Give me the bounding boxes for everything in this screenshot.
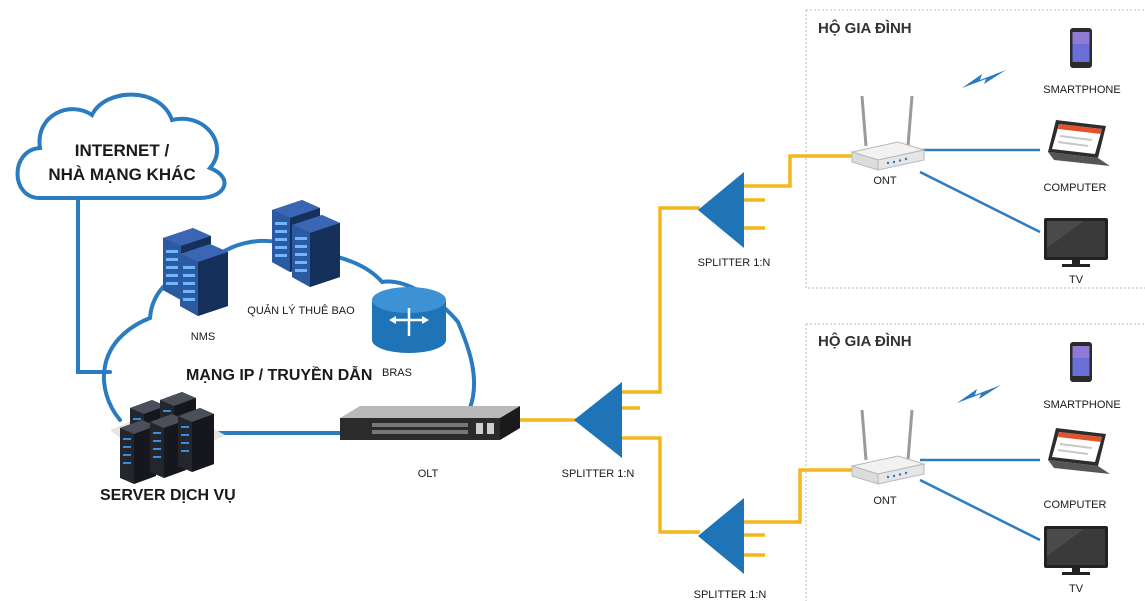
household-1: HỘ GIA ĐÌNH ONT SMARTPHONE COMPUTER TV [805, 9, 1145, 289]
link-cloud-to-server [76, 193, 112, 374]
fiber-lower-ont [742, 468, 858, 524]
tv-icon [1044, 218, 1108, 267]
bras-label: BRAS [382, 367, 412, 379]
smartphone-icon [1070, 342, 1092, 382]
fiber-links [518, 154, 858, 557]
fiber-splitter-upper [620, 206, 700, 394]
olt-switch-icon [340, 406, 520, 440]
splitter-lower-label: SPLITTER 1:N [694, 589, 767, 601]
household-2-ont-label: ONT [873, 495, 897, 507]
nms-label: NMS [191, 331, 215, 343]
laptop-icon [1047, 119, 1111, 167]
cloud-icon [15, 92, 227, 200]
tv-icon [1044, 526, 1108, 575]
splitter-upper-label: SPLITTER 1:N [698, 257, 771, 269]
household-2-title: HỘ GIA ĐÌNH [818, 332, 912, 350]
household-1-title: HỘ GIA ĐÌNH [818, 19, 912, 37]
server-rack-icon [110, 392, 225, 484]
ont-router-icon [850, 94, 926, 172]
olt-label: OLT [418, 468, 439, 480]
splitter-icon-main [574, 382, 622, 458]
link-ont-tv-1 [919, 170, 1041, 234]
splitter-main-label: SPLITTER 1:N [562, 468, 635, 480]
wifi-bolt-icon [962, 70, 1006, 88]
splitter-icon-upper [698, 172, 744, 248]
household-1-ont-label: ONT [873, 175, 897, 187]
household-2-smartphone-label: SMARTPHONE [1043, 399, 1120, 411]
cloud-label-line1: INTERNET / [75, 141, 170, 160]
wifi-bolt-icon [957, 385, 1001, 403]
router-icon [372, 287, 446, 353]
subscriber-mgmt-label: QUẢN LÝ THUÊ BAO [247, 304, 355, 317]
nms-server-icon [163, 228, 228, 316]
household-2: HỘ GIA ĐÌNH ONT SMARTPHONE COMPUTER TV [805, 323, 1145, 601]
laptop-icon [1047, 427, 1111, 475]
household-links [919, 148, 1041, 542]
household-1-smartphone-label: SMARTPHONE [1043, 84, 1120, 96]
smartphone-icon [1070, 28, 1092, 68]
fiber-upper-ont [742, 154, 858, 188]
link-ont-tv-2 [919, 478, 1041, 542]
cloud-label-line2: NHÀ MẠNG KHÁC [48, 165, 195, 184]
server-label: SERVER DỊCH VỤ [100, 487, 236, 504]
splitter-icon-lower [698, 498, 744, 574]
household-1-computer-label: COMPUTER [1044, 182, 1107, 194]
network-label: MẠNG IP / TRUYỀN DẪN [186, 365, 372, 384]
ont-router-icon [850, 408, 926, 486]
household-1-tv-label: TV [1069, 274, 1084, 286]
household-2-computer-label: COMPUTER [1044, 499, 1107, 511]
fiber-splitter-lower [620, 436, 700, 534]
household-2-tv-label: TV [1069, 583, 1084, 595]
subscriber-server-icon [272, 200, 340, 287]
